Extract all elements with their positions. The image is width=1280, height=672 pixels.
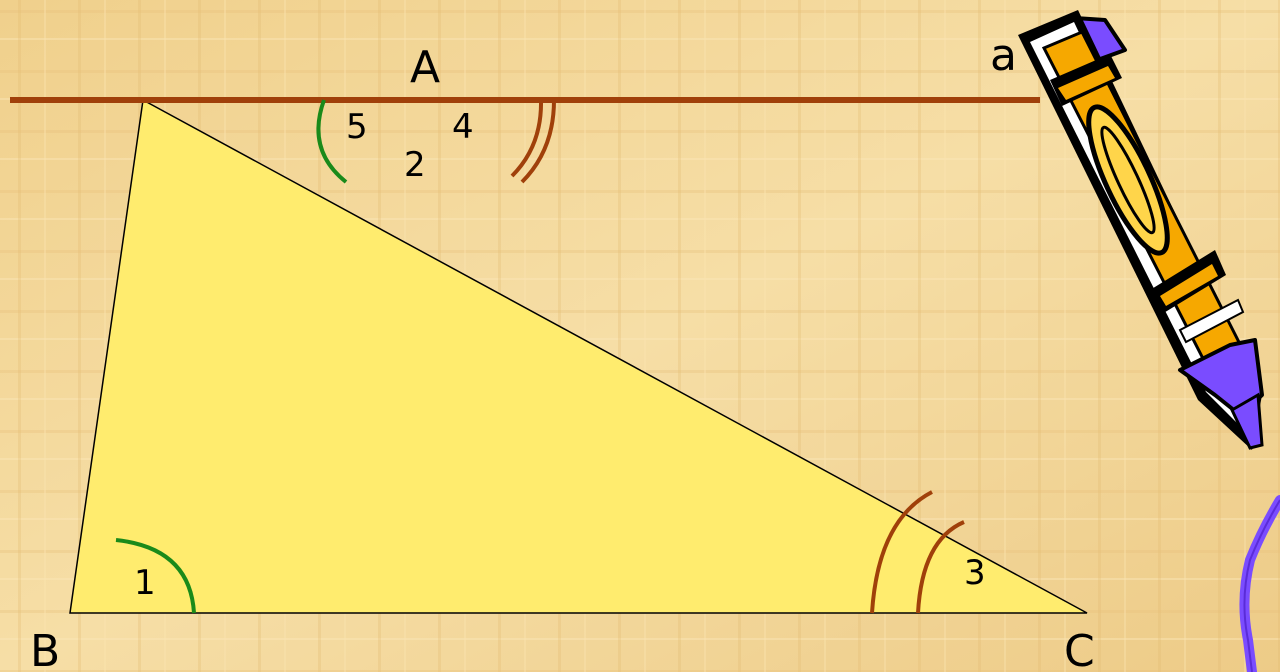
angle-3-arc-inner bbox=[916, 520, 965, 614]
triangle-abc bbox=[69, 98, 1088, 614]
angle-3-arc-outer bbox=[870, 490, 933, 614]
angle-4-arc-outer bbox=[520, 99, 556, 184]
angle-5-arc bbox=[316, 99, 348, 184]
angle-3-label: 3 bbox=[964, 553, 986, 593]
angle-4-label: 4 bbox=[452, 107, 474, 147]
vertex-c-label: C bbox=[1064, 626, 1095, 672]
angle-1-label: 1 bbox=[134, 563, 156, 603]
angle-5-label: 5 bbox=[346, 107, 368, 147]
angle-2-label: 2 bbox=[404, 145, 426, 185]
angle-4-arc-inner bbox=[510, 99, 544, 178]
vertex-a-label: A bbox=[410, 42, 440, 93]
purple-scribble-outline bbox=[1243, 499, 1280, 672]
line-a-label: a bbox=[990, 30, 1017, 81]
angle-1-arc bbox=[115, 538, 196, 614]
vertex-b-label: B bbox=[30, 626, 60, 672]
pencil-icon bbox=[1018, 10, 1264, 450]
